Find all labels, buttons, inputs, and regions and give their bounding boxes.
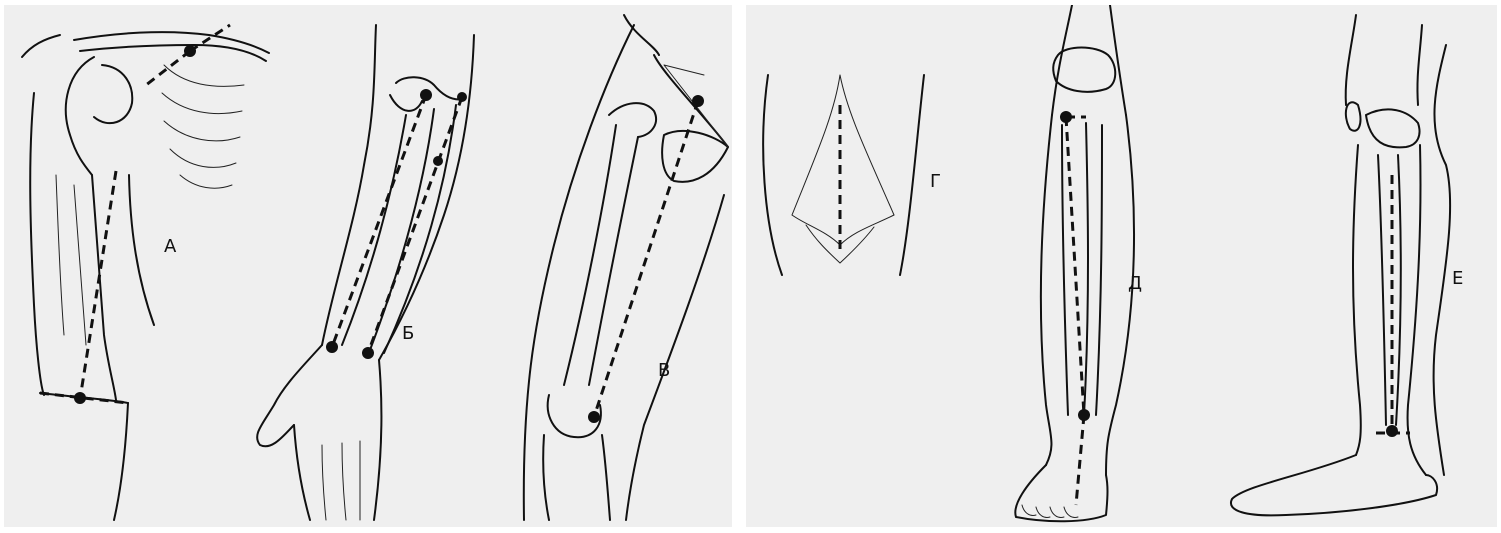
figure-label-e: Е — [1452, 270, 1463, 288]
left-illustration-panel: А Б В — [4, 5, 732, 527]
figure-label-g: Г — [930, 173, 941, 191]
figure-g-popliteal — [763, 75, 924, 275]
figure-label-d: Д — [1128, 275, 1142, 293]
lower-limb-drawings — [746, 5, 1497, 527]
figure-e-leg-side — [1231, 15, 1450, 515]
figure-label-a: А — [164, 238, 176, 256]
figure-a-shoulder-arm — [22, 25, 269, 520]
figure-label-b: Б — [402, 325, 414, 343]
figure-v-thigh — [524, 15, 728, 520]
figure-d-leg-front — [1015, 5, 1134, 521]
figure-label-v: В — [658, 362, 670, 380]
upper-limb-drawings — [4, 5, 732, 527]
figure-b-forearm — [257, 25, 474, 520]
right-illustration-panel: Г Д Е — [746, 5, 1497, 527]
